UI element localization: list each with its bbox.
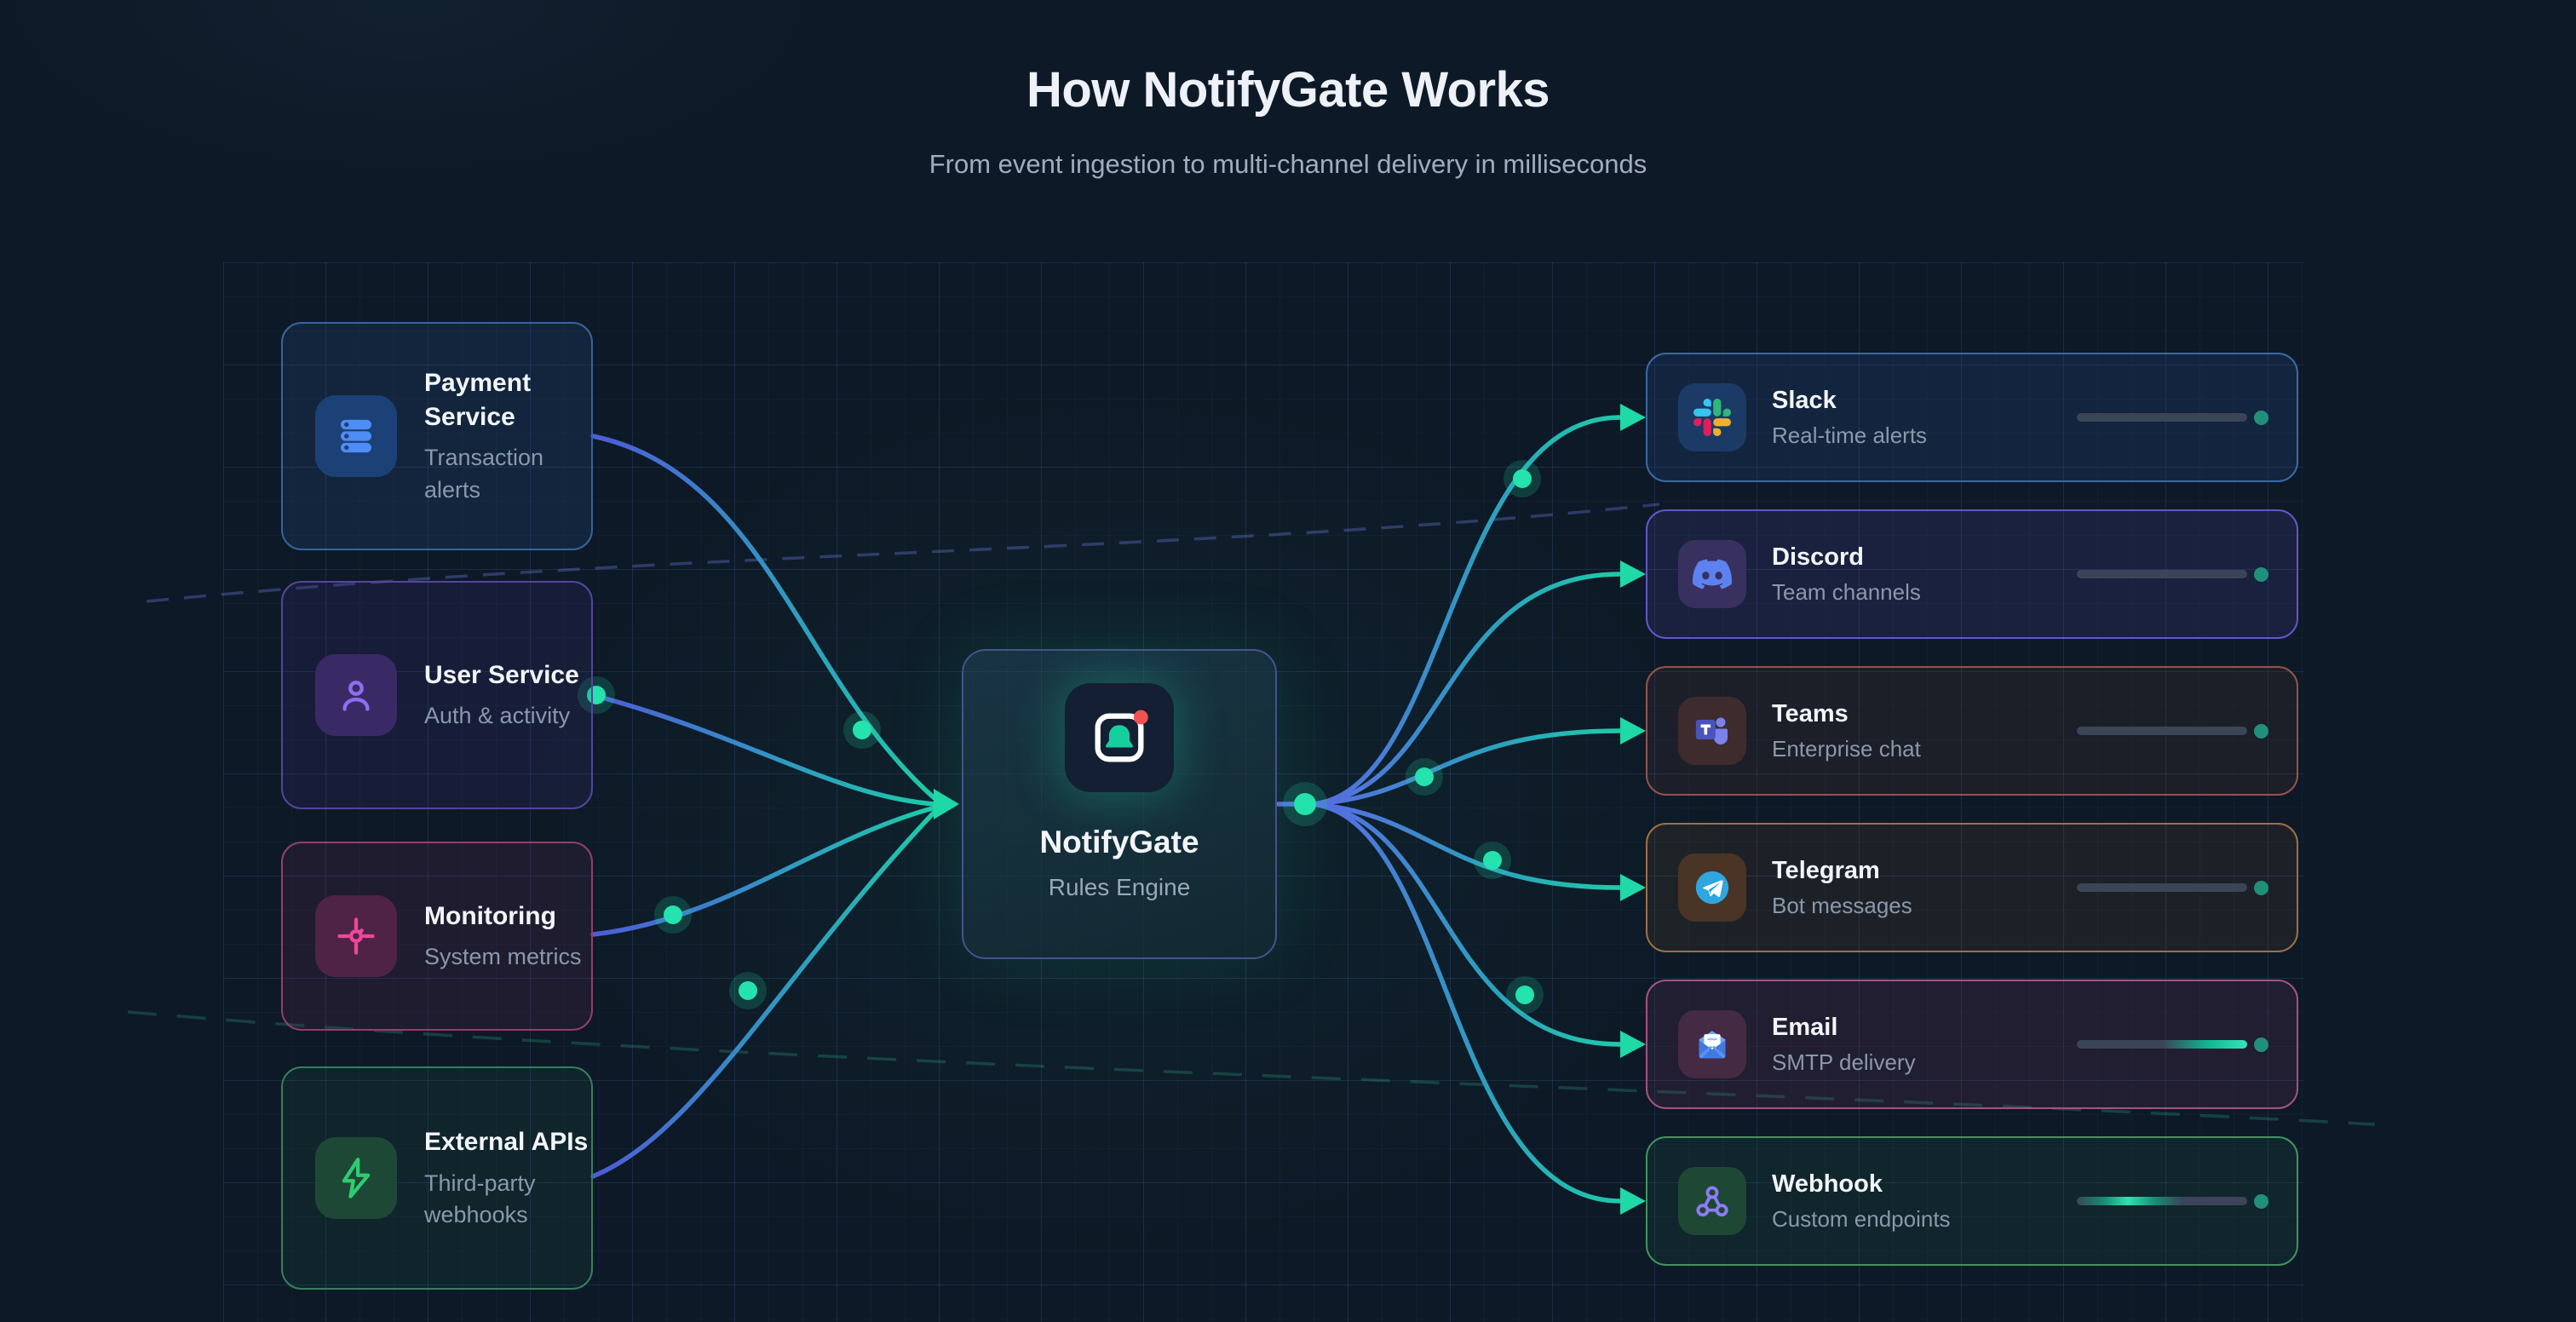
source-card-monitoring[interactable]: Monitoring System metrics bbox=[281, 842, 593, 1031]
page-subtitle: From event ingestion to multi-channel de… bbox=[929, 149, 1647, 179]
engine-card-notifygate[interactable]: NotifyGate Rules Engine bbox=[962, 649, 1277, 959]
server-stack-icon bbox=[315, 395, 397, 477]
destination-subtitle: SMTP delivery bbox=[1772, 1049, 1916, 1076]
webhook-icon bbox=[1678, 1167, 1746, 1235]
destination-title: Teams bbox=[1772, 699, 1849, 727]
engine-input-arrowhead bbox=[934, 789, 959, 819]
flow-external-to-engine bbox=[590, 808, 938, 1179]
source-card-external-apis[interactable]: External APIs Third-party webhooks bbox=[281, 1066, 593, 1290]
source-title: External APIs bbox=[424, 1127, 589, 1156]
page-header: How NotifyGate Works From event ingestio… bbox=[0, 61, 2576, 180]
destination-subtitle: Custom endpoints bbox=[1772, 1206, 1951, 1233]
delivery-progress-bar bbox=[2077, 1040, 2247, 1049]
webhook-arrowhead bbox=[1620, 1187, 1646, 1215]
source-title: Payment Service bbox=[424, 369, 532, 431]
source-subtitle: System metrics bbox=[424, 944, 582, 970]
flow-payment-to-engine bbox=[590, 434, 938, 802]
delivery-progress-bar bbox=[2077, 1197, 2247, 1205]
packet-dot bbox=[1506, 976, 1544, 1014]
source-subtitle: Auth & activity bbox=[424, 703, 571, 729]
delivery-status-dot bbox=[2254, 411, 2268, 425]
destination-card-telegram[interactable]: Telegram Bot messages bbox=[1646, 823, 2298, 952]
destination-subtitle: Team channels bbox=[1772, 579, 1921, 606]
destination-card-webhook[interactable]: Webhook Custom endpoints bbox=[1646, 1136, 2298, 1266]
user-icon bbox=[315, 654, 397, 736]
delivery-progress-bar bbox=[2077, 883, 2247, 892]
destination-title: Webhook bbox=[1772, 1170, 1883, 1198]
packet-dot bbox=[843, 711, 881, 749]
flow-engine-to-email bbox=[1309, 802, 1623, 1047]
destination-title: Discord bbox=[1772, 543, 1864, 571]
destination-title: Email bbox=[1772, 1013, 1838, 1041]
delivery-progress-bar bbox=[2077, 727, 2247, 735]
teams-arrowhead bbox=[1620, 717, 1646, 744]
packet-dot bbox=[1406, 758, 1443, 796]
delivery-progress-bar bbox=[2077, 413, 2247, 422]
lightning-bolt-icon bbox=[315, 1137, 397, 1219]
telegram-arrowhead bbox=[1620, 874, 1646, 901]
source-title: Monitoring bbox=[424, 901, 556, 930]
flow-engine-to-slack bbox=[1309, 415, 1623, 807]
destination-card-teams[interactable]: Teams Enterprise chat bbox=[1646, 666, 2298, 796]
engine-title: NotifyGate bbox=[1039, 825, 1199, 859]
dashed-guide-lower bbox=[127, 1010, 2376, 1126]
flow-monitoring-to-engine bbox=[590, 805, 938, 937]
slack-arrowhead bbox=[1620, 404, 1646, 431]
destination-title: Slack bbox=[1772, 386, 1837, 414]
delivery-status-dot bbox=[2254, 724, 2268, 739]
delivery-status-dot bbox=[2254, 881, 2268, 895]
packet-dot bbox=[1474, 842, 1511, 879]
destination-card-email[interactable]: Email SMTP delivery bbox=[1646, 980, 2298, 1109]
destination-subtitle: Bot messages bbox=[1772, 893, 1912, 919]
packet-dot bbox=[654, 896, 692, 934]
packet-dot bbox=[729, 972, 767, 1009]
discord-icon bbox=[1678, 540, 1746, 608]
flow-engine-to-teams bbox=[1309, 728, 1623, 807]
destination-subtitle: Enterprise chat bbox=[1772, 736, 1921, 762]
email-arrowhead bbox=[1620, 1031, 1646, 1058]
hub-dot bbox=[1283, 782, 1327, 826]
destination-arrowheads bbox=[1620, 404, 1646, 1215]
packet-dot bbox=[1504, 460, 1541, 497]
delivery-status-dot bbox=[2254, 1194, 2268, 1209]
flow-engine-to-discord bbox=[1309, 572, 1623, 807]
discord-arrowhead bbox=[1620, 560, 1646, 588]
email-icon bbox=[1678, 1010, 1746, 1078]
teams-icon bbox=[1678, 697, 1746, 765]
flow-engine-to-telegram bbox=[1309, 802, 1623, 890]
delivery-progress-bar bbox=[2077, 570, 2247, 578]
source-card-payment-service[interactable]: Payment Service Transaction alerts bbox=[281, 322, 593, 550]
delivery-status-dot bbox=[2254, 1037, 2268, 1052]
delivery-status-dot bbox=[2254, 567, 2268, 582]
destination-title: Telegram bbox=[1772, 856, 1880, 884]
destination-subtitle: Real-time alerts bbox=[1772, 422, 1928, 449]
flow-engine-to-webhook bbox=[1309, 802, 1623, 1204]
page-title: How NotifyGate Works bbox=[1026, 62, 1550, 118]
destination-card-discord[interactable]: Discord Team channels bbox=[1646, 509, 2298, 639]
engine-subtitle: Rules Engine bbox=[1048, 874, 1191, 900]
source-subtitle: Transaction alerts bbox=[424, 445, 544, 503]
source-card-user-service[interactable]: User Service Auth & activity bbox=[281, 581, 593, 809]
source-subtitle: Third-party webhooks bbox=[424, 1170, 536, 1227]
slack-icon bbox=[1678, 383, 1746, 451]
telegram-icon bbox=[1678, 854, 1746, 922]
source-title: User Service bbox=[424, 660, 579, 689]
source-flow-curves bbox=[590, 434, 938, 1179]
destination-card-slack[interactable]: Slack Real-time alerts bbox=[1646, 353, 2298, 482]
destination-flow-curves bbox=[1309, 415, 1623, 1204]
crosshair-icon bbox=[315, 895, 397, 977]
packet-dots bbox=[578, 460, 1544, 1014]
notification-bell-app-icon bbox=[1065, 683, 1174, 792]
flow-user-to-engine bbox=[590, 693, 938, 807]
